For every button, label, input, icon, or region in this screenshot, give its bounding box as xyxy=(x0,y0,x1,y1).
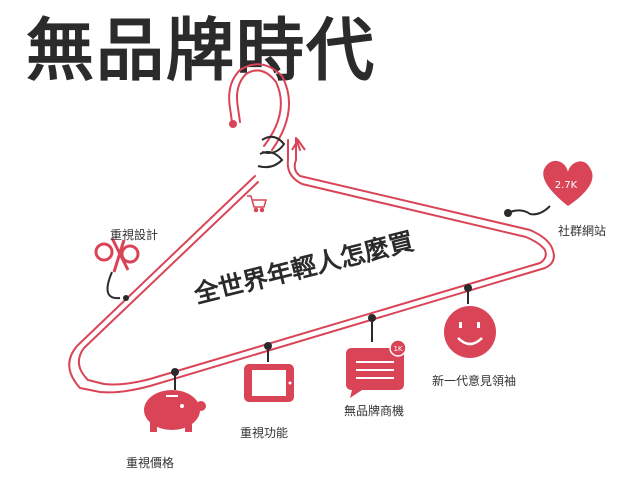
hanger-knot xyxy=(257,135,286,169)
hanger-frame xyxy=(68,63,555,394)
heart-icon: 2.7K xyxy=(504,160,593,217)
smiley-icon xyxy=(444,284,496,358)
label-nobrand: 無品牌商機 xyxy=(344,404,405,418)
page-title: 無品牌時代 xyxy=(26,12,377,91)
label-leaders: 新一代意見領袖 xyxy=(432,374,517,388)
chat-badge: 1K xyxy=(393,345,402,353)
label-price: 重視價格 xyxy=(126,456,175,470)
label-social: 社群網站 xyxy=(558,224,607,238)
scissors-icon xyxy=(94,237,140,301)
chat-bubble-icon: 1K xyxy=(346,314,407,398)
piggy-bank-icon xyxy=(144,368,206,432)
label-function: 重視功能 xyxy=(240,426,289,440)
hook-tip xyxy=(229,120,237,128)
label-design: 重視設計 xyxy=(110,228,159,242)
tablet-icon xyxy=(244,342,294,402)
heart-badge: 2.7K xyxy=(555,180,578,191)
hanger-arrow xyxy=(291,138,306,151)
cart-icon xyxy=(247,195,267,213)
